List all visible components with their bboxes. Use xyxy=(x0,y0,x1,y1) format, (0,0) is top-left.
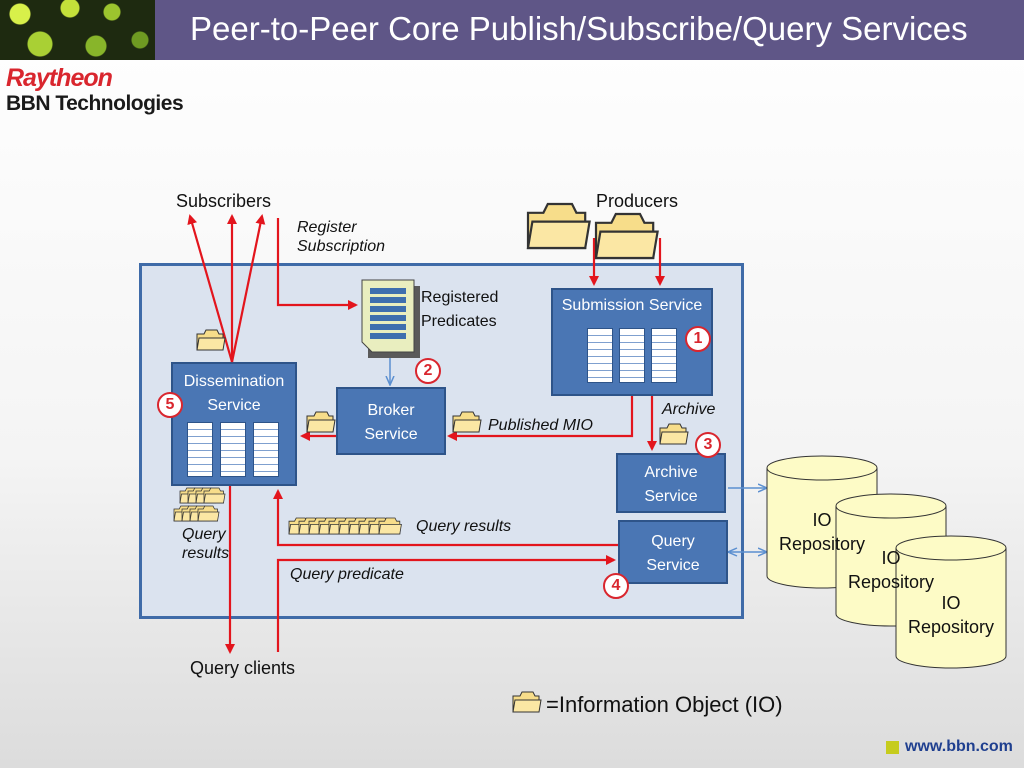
io-repository-3-line1: IO xyxy=(941,593,961,613)
step-badge-1: 1 xyxy=(685,326,711,352)
arrow-query-results xyxy=(273,489,618,547)
io-repository-label-3: IO Repository xyxy=(896,591,1006,639)
folder-icon xyxy=(452,411,482,433)
arrow-published-mio xyxy=(447,396,634,441)
submission-queue-rack xyxy=(651,328,677,383)
submission-queue-rack xyxy=(587,328,613,383)
query-results-top-label: Query results xyxy=(416,518,512,535)
published-mio-label: Published MIO xyxy=(488,417,593,434)
io-repository-2-line1: IO xyxy=(881,548,901,568)
query-results-left-label-2: results xyxy=(182,545,230,562)
producer-folder-icon xyxy=(594,212,659,260)
io-repository-3-line2: Repository xyxy=(907,617,995,637)
query-results-left-label-1: Query xyxy=(182,526,226,543)
query-predicate-label: Query predicate xyxy=(290,566,404,583)
step-badge-4: 4 xyxy=(603,573,629,599)
step-badge-5: 5 xyxy=(157,392,183,418)
dissemination-queue-rack xyxy=(187,422,213,477)
query-results-folder-stack xyxy=(173,487,226,522)
io-repository-label-2: IO Repository xyxy=(836,546,946,594)
legend-folder-icon xyxy=(512,691,542,713)
archive-label-1: Archive xyxy=(644,464,698,481)
title-bar xyxy=(155,0,1024,60)
folder-icon xyxy=(659,423,689,445)
register-subscription-label-1: Register xyxy=(297,219,357,236)
broker-service-box: Broker Service xyxy=(336,387,446,455)
io-repository-label-1: IO Repository xyxy=(767,508,877,556)
legend-label: =Information Object (IO) xyxy=(546,692,783,717)
dissemination-label-2: Service xyxy=(207,397,261,414)
query-service-label-2: Service xyxy=(646,557,700,574)
broker-label-2: Service xyxy=(364,426,418,443)
registered-predicates-document xyxy=(361,279,420,358)
submission-queue-rack xyxy=(619,328,645,383)
io-repository-1-line2: Repository xyxy=(778,534,866,554)
brand-logo-bbn: BBN Technologies xyxy=(6,92,184,115)
subscribers-label: Subscribers xyxy=(176,191,272,211)
query-clients-label: Query clients xyxy=(190,658,296,678)
register-subscription-label-2: Subscription xyxy=(297,238,386,255)
step-badge-2: 2 xyxy=(415,358,441,384)
archive-label: Archive xyxy=(662,401,716,418)
dissemination-queue-rack xyxy=(253,422,279,477)
subscriber-arrows xyxy=(187,214,665,654)
archive-service-box: Archive Service xyxy=(616,453,726,513)
footer-bullet-icon xyxy=(886,741,899,754)
page-title: Peer-to-Peer Core Publish/Subscribe/Quer… xyxy=(190,10,968,47)
footer-url-link[interactable]: www.bbn.com xyxy=(905,738,1013,755)
query-results-folder-row xyxy=(288,517,402,535)
producer-folder-icon xyxy=(526,202,591,250)
step-badge-3: 3 xyxy=(695,432,721,458)
io-repository-cylinder-3 xyxy=(895,535,1007,669)
brand-logo-raytheon: Raytheon xyxy=(6,64,113,92)
dissemination-queue-rack xyxy=(220,422,246,477)
registered-predicates-label-1: Registered xyxy=(421,289,499,306)
io-repository-1-line1: IO xyxy=(812,510,832,530)
dissemination-label-1: Dissemination xyxy=(183,373,285,390)
io-repository-2-line2: Repository xyxy=(847,572,935,592)
archive-label-2: Service xyxy=(644,488,698,505)
folder-icon xyxy=(306,411,336,433)
submission-service-label: Submission Service xyxy=(561,297,703,314)
arrow-register-subscription xyxy=(276,218,358,310)
arrow-to-subscriber-3 xyxy=(230,214,266,363)
header-photo xyxy=(0,0,155,60)
query-service-label-1: Query xyxy=(651,533,695,550)
broker-label-1: Broker xyxy=(367,402,415,419)
producers-label: Producers xyxy=(596,191,679,211)
arrow-query-predicate xyxy=(276,555,616,652)
folder-icon xyxy=(196,329,226,351)
registered-predicates-label-2: Predicates xyxy=(421,313,497,330)
query-service-box: Query Service xyxy=(618,520,728,584)
